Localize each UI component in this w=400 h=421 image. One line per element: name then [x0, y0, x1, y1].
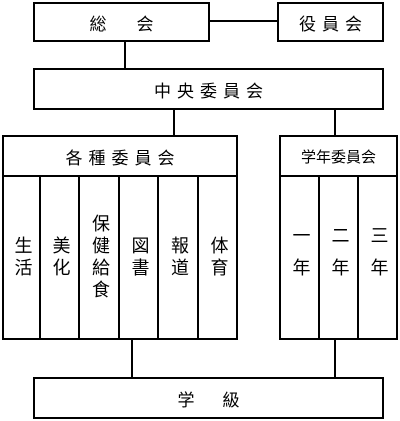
- soukai-label: 総会: [89, 14, 184, 35]
- committee-label: 報道: [168, 235, 189, 280]
- grade-column: 二年: [318, 175, 359, 340]
- gakkyu-box: 学級: [33, 377, 384, 419]
- connector-left-gakkyu: [131, 340, 133, 378]
- chuo-iinkai-label: 中央委員会: [154, 81, 269, 102]
- yakuinkai-label: 役員会: [299, 14, 368, 35]
- gakunen-columns: 一年 二年 三年: [279, 175, 398, 340]
- soukai-box: 総会: [33, 2, 210, 42]
- committee-column: 体育: [197, 175, 238, 340]
- kakushu-iinkai-label: 各種委員会: [65, 148, 181, 169]
- grade-label: 二年: [328, 225, 350, 290]
- grade-column: 一年: [279, 175, 320, 340]
- gakkyu-label: 学級: [177, 390, 268, 411]
- chuo-iinkai-box: 中央委員会: [33, 68, 384, 110]
- grade-label: 三年: [367, 225, 389, 290]
- committee-column: 生活: [2, 175, 41, 340]
- connector-right-gakkyu: [334, 340, 336, 378]
- connector-chuo-left: [173, 110, 175, 136]
- committee-column: 図書: [118, 175, 159, 340]
- committee-label: 体育: [207, 235, 229, 280]
- committee-column: 美化: [39, 175, 80, 340]
- committee-label: 生活: [11, 235, 33, 280]
- grade-label: 一年: [289, 225, 311, 290]
- kakushu-iinkai-header: 各種委員会: [2, 135, 238, 177]
- connector-chuo-right: [334, 110, 336, 136]
- committee-label: 美化: [49, 235, 71, 280]
- gakunen-iinkai-header: 学年委員会: [279, 135, 398, 177]
- committee-column: 報道: [157, 175, 199, 340]
- committee-label: 図書: [128, 235, 150, 280]
- yakuinkai-box: 役員会: [277, 2, 384, 42]
- gakunen-iinkai-label: 学年委員会: [300, 147, 376, 166]
- grade-column: 三年: [357, 175, 398, 340]
- connector-top-horizontal: [210, 20, 277, 22]
- kakushu-columns: 生活 美化 保健給食 図書 報道 体育: [2, 175, 238, 340]
- committee-column: 保健給食: [78, 175, 120, 340]
- connector-soukai-chuo: [124, 42, 126, 69]
- committee-label: 保健給食: [89, 213, 110, 302]
